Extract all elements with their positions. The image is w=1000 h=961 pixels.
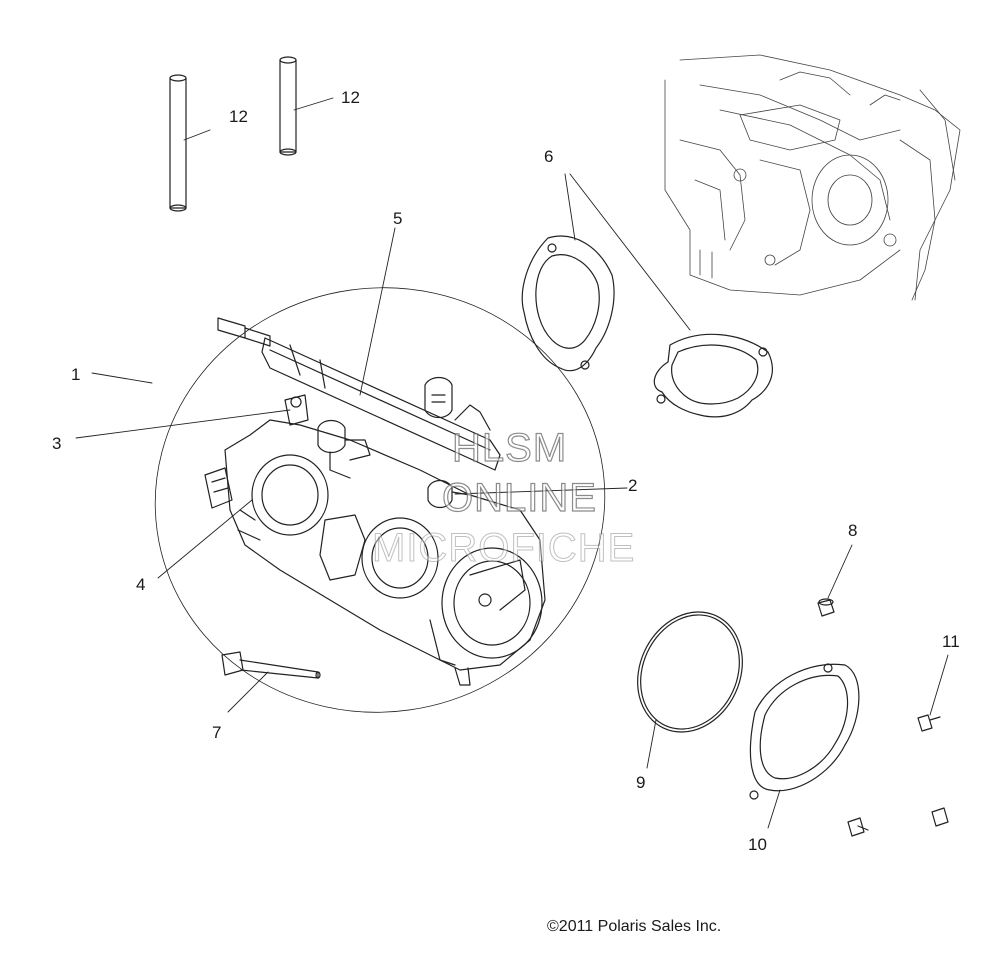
callout-12a: 12 — [229, 107, 248, 126]
screw-part-8 — [817, 598, 835, 617]
copyright-text: ©2011 Polaris Sales Inc. — [547, 918, 722, 935]
callout-11: 11 — [942, 632, 960, 651]
engine-background — [664, 54, 961, 301]
watermark-line-3: MICROFICHE — [371, 526, 636, 570]
callout-3: 3 — [52, 434, 62, 453]
fuel-rail-part-5 — [217, 317, 501, 471]
oring-part-9 — [637, 611, 743, 733]
leader-lines — [75, 97, 949, 829]
callout-7: 7 — [212, 723, 222, 742]
callout-5: 5 — [393, 209, 403, 228]
injector-part-3 — [284, 394, 371, 479]
callout-2: 2 — [628, 476, 638, 495]
callout-8: 8 — [848, 521, 858, 540]
callout-6: 6 — [544, 147, 554, 166]
cover-part-10 — [749, 663, 860, 800]
gasket-part-6b — [653, 333, 773, 418]
bolt-part-7 — [221, 651, 321, 679]
watermark-line-1: HLSM — [451, 426, 568, 470]
callout-4: 4 — [136, 575, 146, 594]
pin-part-12b — [279, 56, 297, 156]
callout-10: 10 — [748, 835, 767, 854]
callout-1: 1 — [71, 365, 81, 384]
throttle-body-part-4 — [204, 419, 546, 686]
gasket-part-6a — [521, 235, 615, 372]
callout-9: 9 — [636, 773, 646, 792]
pin-part-12a — [169, 74, 187, 212]
watermark-line-2: ONLINE — [441, 476, 597, 520]
callout-12b: 12 — [341, 88, 360, 107]
screw-part-11 — [847, 714, 949, 837]
assembly-outline-ellipse — [154, 287, 606, 713]
